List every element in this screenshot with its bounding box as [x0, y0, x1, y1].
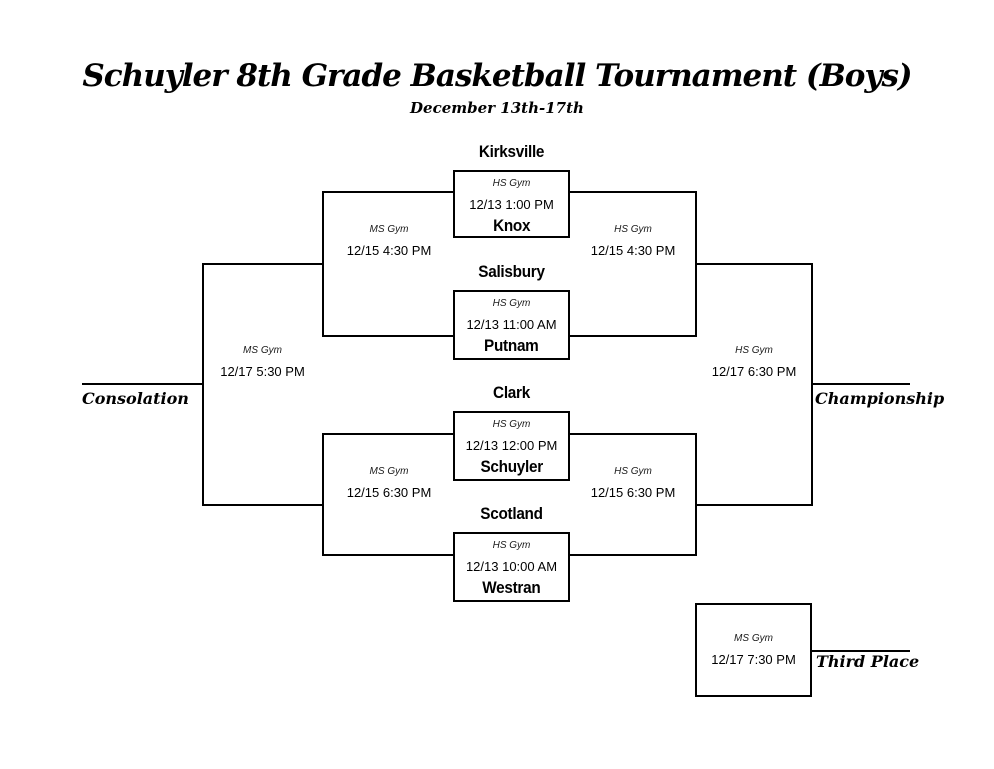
consolation-semi-top-label: MS Gym 12/15 4:30 PM — [324, 224, 454, 258]
game1-top-team: Kirksville — [478, 142, 545, 161]
game4-winner-line — [570, 554, 697, 556]
championship-semi-bottom-bracket — [695, 433, 697, 556]
game1-bottom-team: Knox — [492, 216, 531, 235]
game3-box: HS Gym 12/13 12:00 PM Schuyler — [453, 411, 570, 481]
game2-loser-line — [322, 335, 453, 337]
consolation-final-venue: MS Gym — [243, 345, 282, 356]
game1-time: 12/13 1:00 PM — [469, 197, 554, 212]
championship-semi-bottom-time: 12/15 6:30 PM — [590, 485, 676, 500]
consolation-semi-bottom-out-line — [202, 504, 324, 506]
game4-venue: HS Gym — [492, 540, 531, 551]
page-title: Schuyler 8th Grade Basketball Tournament… — [82, 58, 912, 94]
championship-final-venue: HS Gym — [735, 345, 773, 356]
game2-bottom-team: Putnam — [484, 336, 539, 355]
championship-semi-top-time: 12/15 4:30 PM — [590, 243, 676, 258]
game2-venue: HS Gym — [492, 298, 531, 309]
game4-time: 12/13 10:00 AM — [465, 559, 558, 574]
game3-bottom-team: Schuyler — [480, 457, 543, 476]
third-place-box: MS Gym 12/17 7:30 PM — [695, 603, 812, 697]
game2-time: 12/13 11:00 AM — [466, 317, 557, 332]
game1-loser-line — [322, 191, 453, 193]
consolation-semi-bottom-time: 12/15 6:30 PM — [346, 485, 432, 500]
consolation-semi-top-time: 12/15 4:30 PM — [346, 243, 432, 258]
championship-semi-bottom-out-line — [695, 504, 813, 506]
game1-venue: HS Gym — [492, 178, 531, 189]
championship-title: Championship — [815, 389, 945, 408]
game3-loser-line — [322, 433, 453, 435]
game3-time: 12/13 12:00 PM — [465, 438, 558, 453]
game4-loser-line — [322, 554, 453, 556]
third-place-venue: MS Gym — [734, 633, 773, 644]
third-place-title: Third Place — [816, 652, 920, 671]
consolation-final-label: MS Gym 12/17 5:30 PM — [202, 345, 323, 379]
game4-box: HS Gym 12/13 10:00 AM Westran — [453, 532, 570, 602]
championship-semi-top-label: HS Gym 12/15 4:30 PM — [568, 224, 698, 258]
consolation-semi-top-out-line — [202, 263, 324, 265]
page-subtitle: December 13th-17th — [410, 99, 584, 117]
game2-top-team: Salisbury — [478, 262, 545, 281]
game4-top-team: Scotland — [480, 504, 543, 523]
consolation-semi-bottom-venue: MS Gym — [369, 466, 409, 477]
championship-semi-bottom-label: HS Gym 12/15 6:30 PM — [568, 466, 698, 500]
championship-semi-top-venue: HS Gym — [614, 224, 652, 235]
championship-final-time: 12/17 6:30 PM — [711, 364, 797, 379]
consolation-title: Consolation — [82, 389, 189, 408]
game3-top-team: Clark — [493, 383, 530, 402]
consolation-winner-line — [82, 383, 204, 385]
game1-box: HS Gym 12/13 1:00 PM Knox — [453, 170, 570, 238]
championship-winner-line — [811, 383, 910, 385]
game1-winner-line — [570, 191, 697, 193]
consolation-final-time: 12/17 5:30 PM — [220, 364, 305, 379]
third-place-winner-line — [811, 650, 910, 652]
game2-winner-line — [570, 335, 697, 337]
consolation-semi-top-venue: MS Gym — [369, 224, 409, 235]
game2-box: HS Gym 12/13 11:00 AM Putnam — [453, 290, 570, 360]
third-place-time: 12/17 7:30 PM — [711, 652, 796, 667]
game4-bottom-team: Westran — [482, 578, 541, 597]
consolation-semi-bottom-label: MS Gym 12/15 6:30 PM — [324, 466, 454, 500]
championship-final-label: HS Gym 12/17 6:30 PM — [694, 345, 814, 379]
game3-winner-line — [570, 433, 697, 435]
game3-venue: HS Gym — [492, 419, 531, 430]
championship-semi-bottom-venue: HS Gym — [614, 466, 652, 477]
consolation-semi-bottom-bracket — [322, 433, 324, 556]
championship-semi-top-out-line — [695, 263, 813, 265]
